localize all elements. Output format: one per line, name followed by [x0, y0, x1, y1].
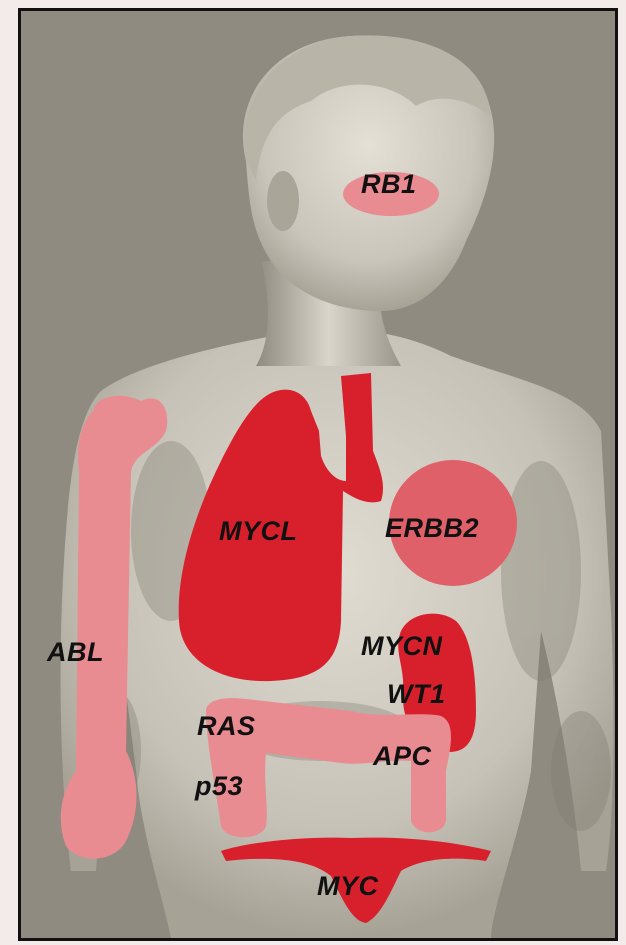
- label-abl: ABL: [47, 637, 104, 668]
- label-rb1: RB1: [361, 169, 417, 200]
- label-myc: MYC: [317, 871, 379, 902]
- label-mycl: MYCL: [219, 516, 298, 547]
- label-mycn: MYCN: [361, 631, 443, 662]
- label-erbb2: ERBB2: [385, 513, 479, 544]
- ear: [267, 171, 299, 231]
- label-wt1: WT1: [387, 679, 446, 710]
- body-illustration: [21, 11, 615, 938]
- label-p53: p53: [195, 771, 243, 802]
- figure-frame: RB1 MYCL ERBB2 ABL MYCN WT1 RAS APC p53 …: [18, 8, 618, 941]
- label-apc: APC: [373, 741, 432, 772]
- label-ras: RAS: [197, 711, 256, 742]
